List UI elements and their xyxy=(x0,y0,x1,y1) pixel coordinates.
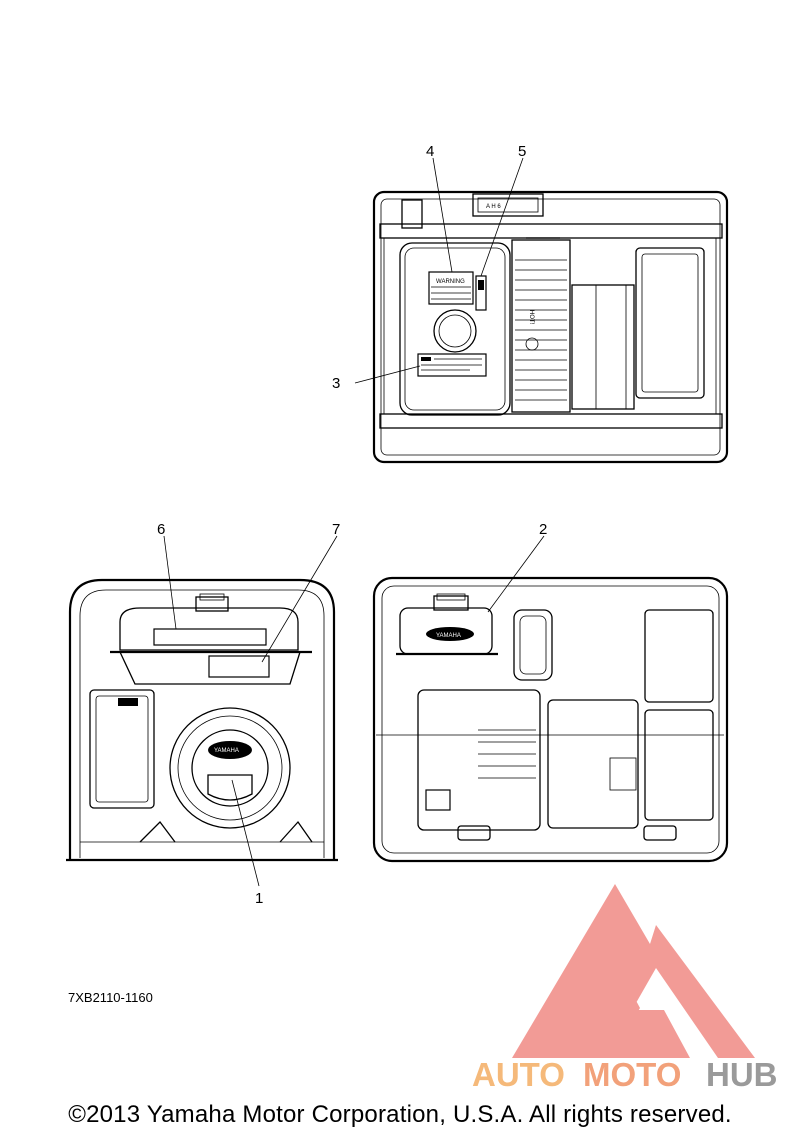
callout-1: 1 xyxy=(255,890,263,907)
callout-6: 6 xyxy=(157,521,165,538)
automotohub-wordmark: AUTO MOTO HUB xyxy=(472,1056,778,1093)
top-view-drawing: A H 6 WARNING xyxy=(372,190,729,464)
warning-label-text: WARNING xyxy=(436,279,465,285)
callout-3: 3 xyxy=(332,375,340,392)
watermark-moto: MOTO xyxy=(583,1056,681,1093)
callout-5: 5 xyxy=(518,143,526,160)
callout-2: 2 xyxy=(539,521,547,538)
automotohub-logo xyxy=(512,884,755,1058)
watermark-hub: HUB xyxy=(706,1056,778,1093)
side-brand-text: YAMAHA xyxy=(436,633,461,639)
callout-7: 7 xyxy=(332,521,340,538)
watermark-auto: AUTO xyxy=(472,1056,565,1093)
hot-label-text: HOT! xyxy=(528,310,534,325)
top-handle-text: A H 6 xyxy=(486,204,501,210)
callout-leaders xyxy=(163,157,545,887)
callout-4: 4 xyxy=(426,143,434,160)
side-view-drawing: YAMAHA xyxy=(372,576,729,863)
copyright-notice: ©2013 Yamaha Motor Corporation, U.S.A. A… xyxy=(68,1101,732,1128)
front-brand-text: YAMAHA xyxy=(214,748,239,754)
front-view-drawing: YAMAHA xyxy=(66,578,338,862)
part-code: 7XB2110-1160 xyxy=(68,990,153,1005)
